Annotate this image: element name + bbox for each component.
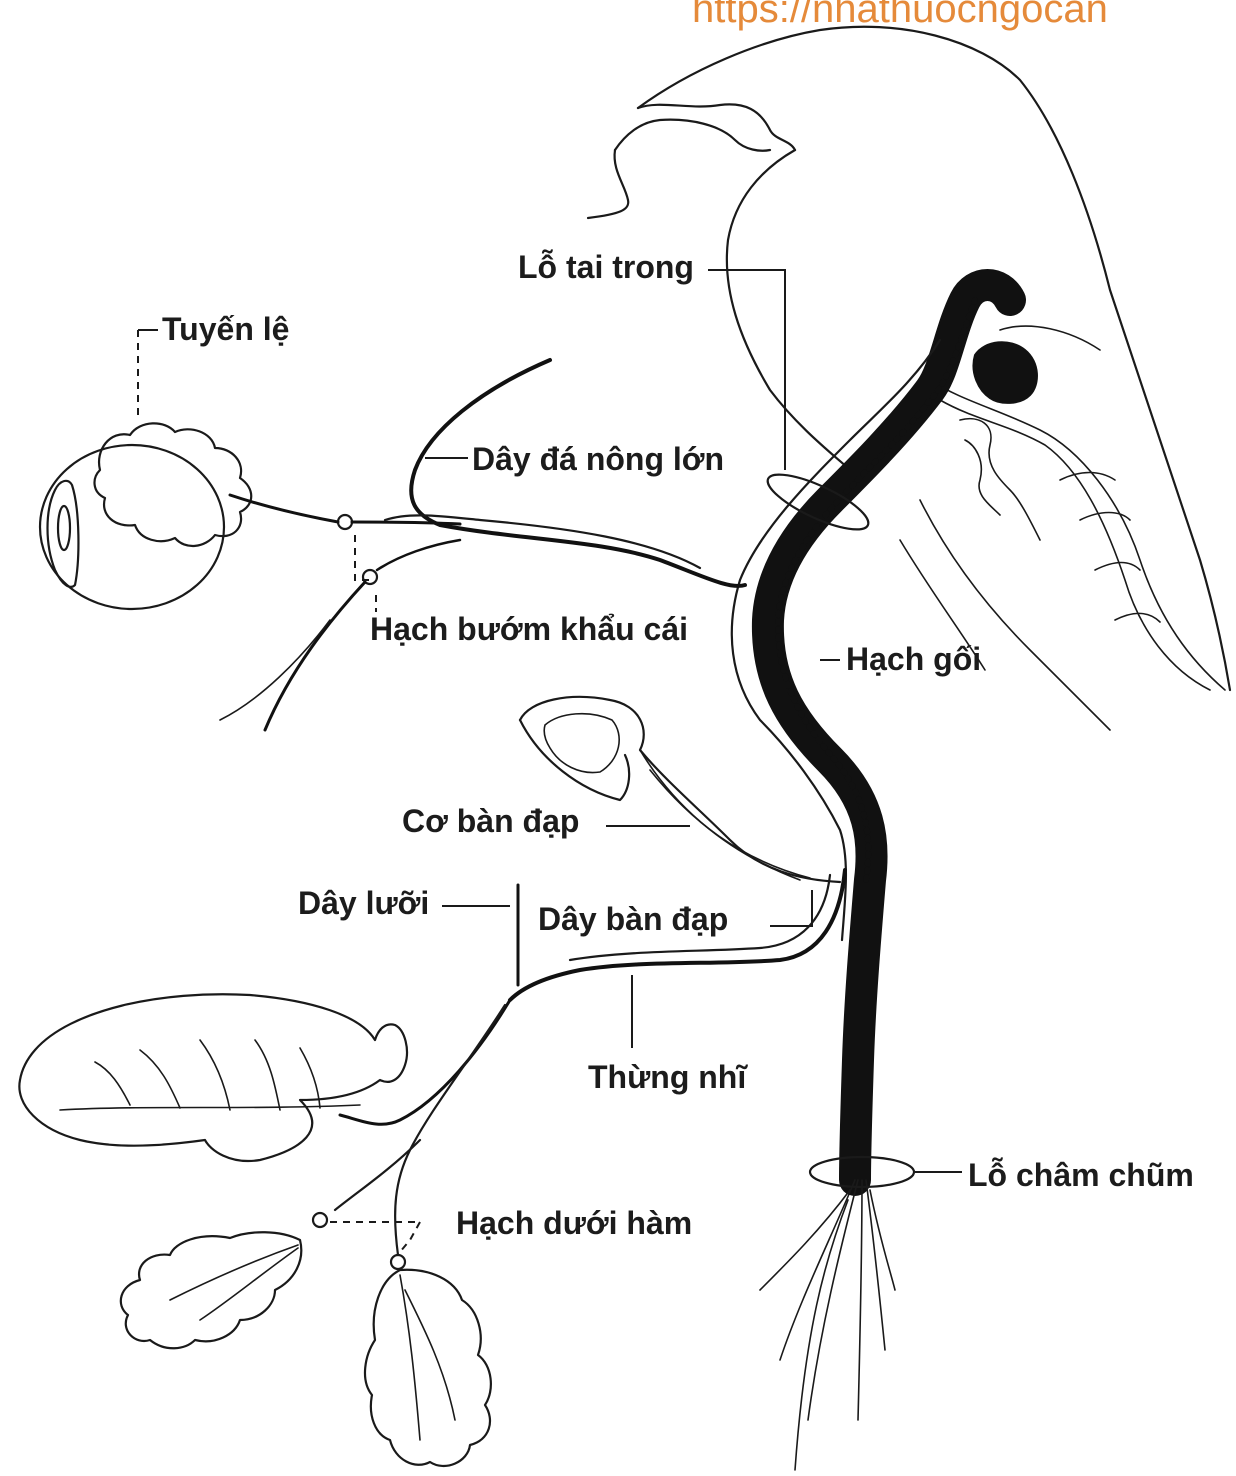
- submandibular-gland: [121, 1232, 301, 1348]
- eye-illustration: [40, 445, 224, 609]
- label-tuyen-le: Tuyến lệ: [162, 311, 289, 347]
- label-hach-duoi-ham: Hạch dưới hàm: [456, 1205, 692, 1241]
- label-hach-buom-khau-cai: Hạch bướm khẩu cái: [370, 611, 688, 647]
- label-day-luoi: Dây lưỡi: [298, 885, 429, 921]
- sublingual-gland: [365, 1270, 491, 1466]
- leader-lines: [425, 270, 962, 1172]
- geniculate-ganglion-shape: [973, 342, 1036, 403]
- lacrimal-gland: [95, 423, 252, 546]
- label-day-da-nong-lon: Dây đá nông lớn: [472, 441, 724, 477]
- label-lo-cham-chum: Lỗ châm chũm: [968, 1157, 1194, 1193]
- label-hach-goi: Hạch gối: [846, 641, 981, 677]
- label-lo-tai-trong: Lỗ tai trong: [518, 249, 694, 285]
- label-thung-nhi: Thừng nhĩ: [588, 1059, 748, 1095]
- watermark-text: https://nhathuocngocan: [692, 0, 1108, 31]
- tongue-illustration: [19, 994, 407, 1161]
- pterygopalatine-branches: [138, 330, 460, 730]
- diagram-labels: Lỗ tai trong Tuyến lệ Dây đá nông lớn Hạ…: [162, 249, 1194, 1241]
- label-co-ban-dap: Cơ bàn đạp: [402, 803, 579, 839]
- label-day-ban-dap: Dây bàn đạp: [538, 901, 728, 937]
